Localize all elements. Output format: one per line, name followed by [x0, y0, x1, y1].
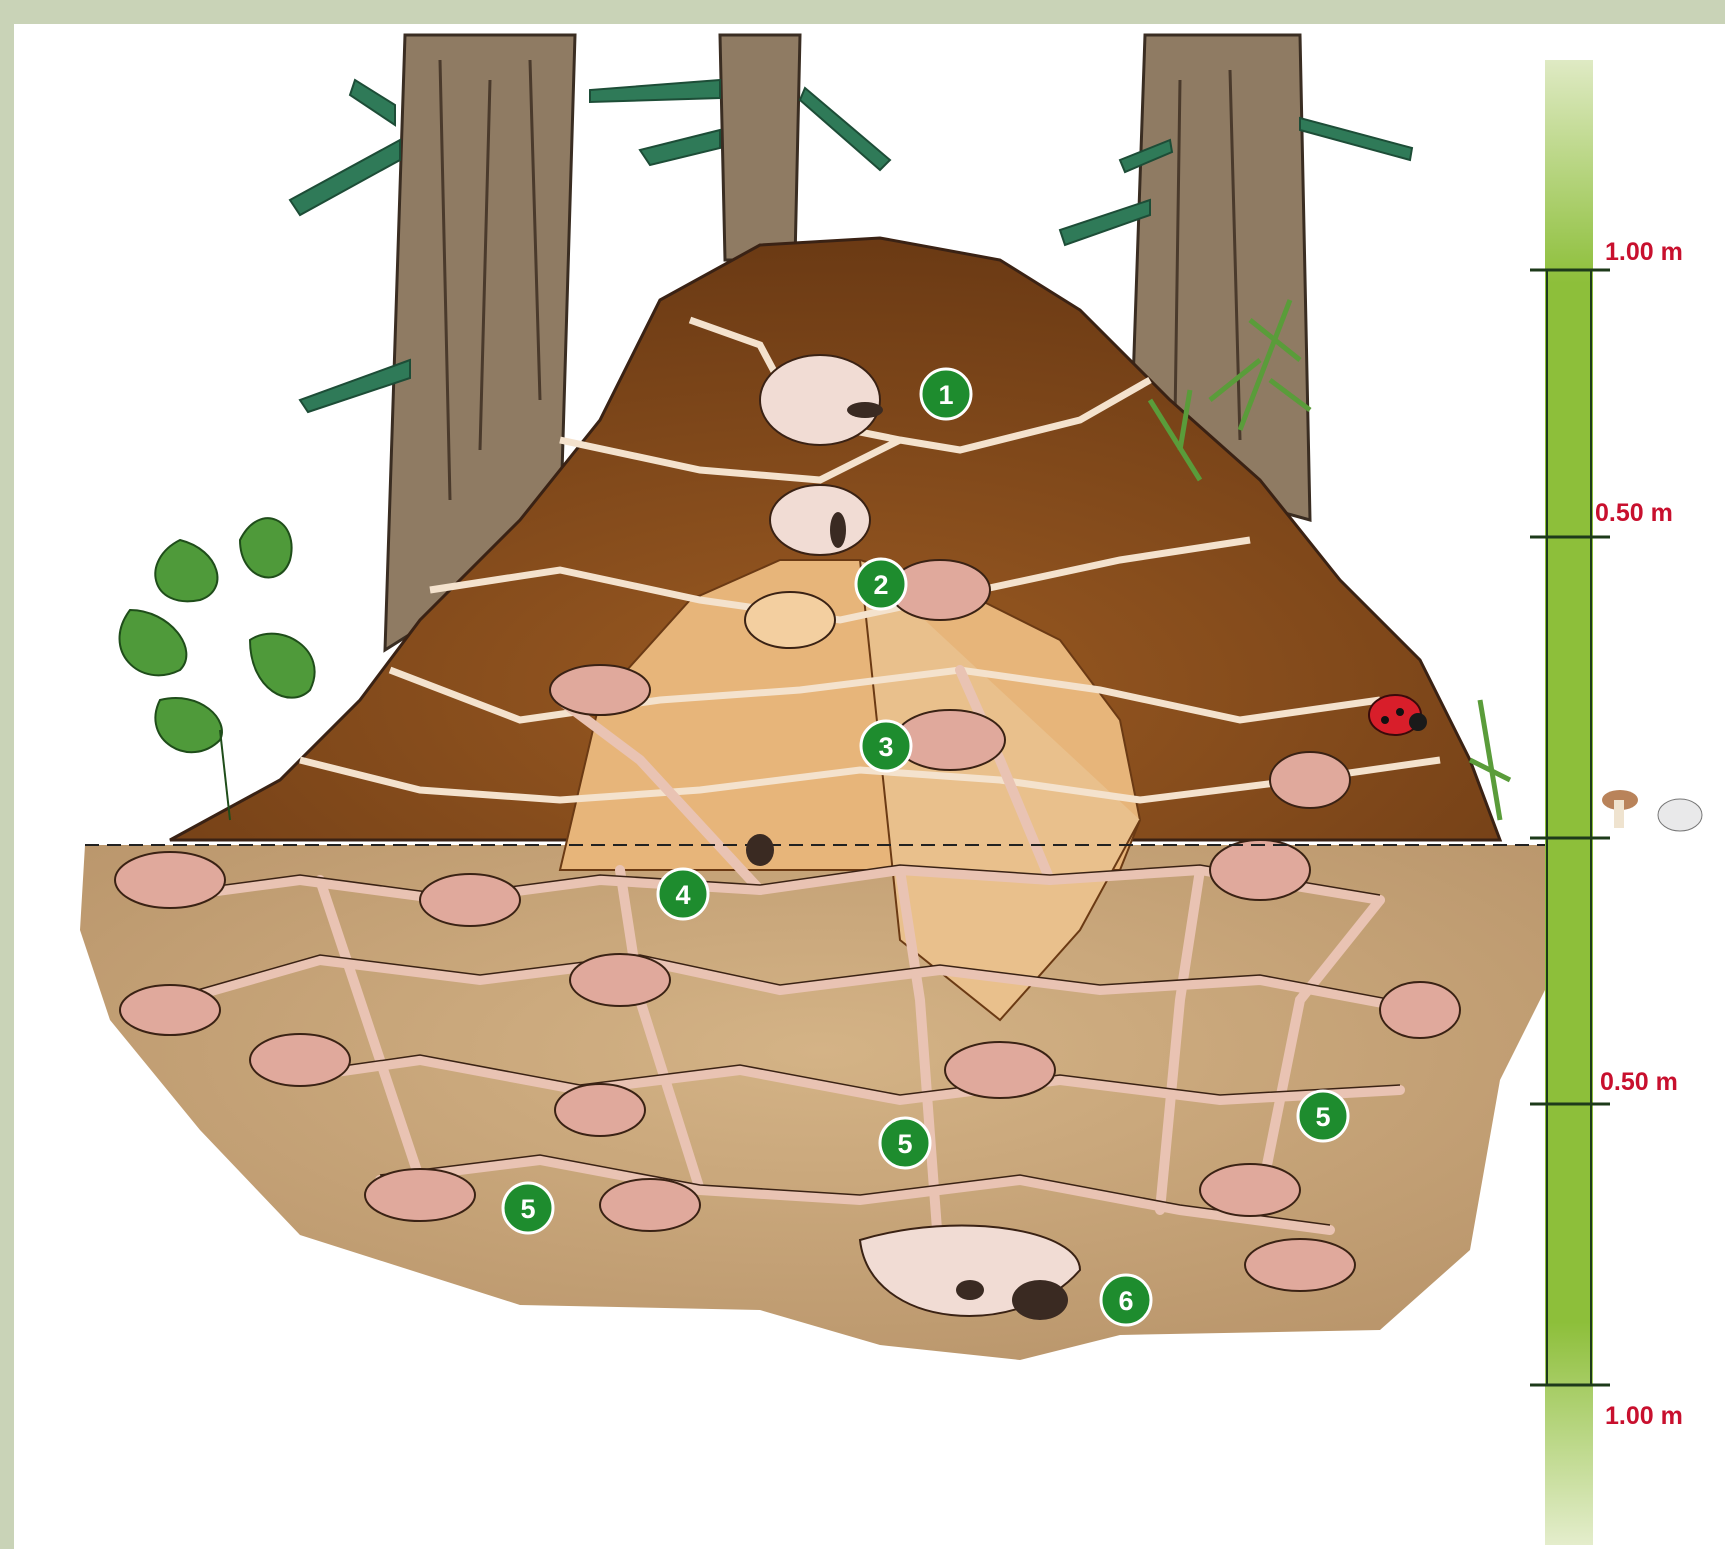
marker-6: 6: [1101, 1275, 1151, 1325]
height-scale-ruler: [1530, 60, 1610, 1545]
marker-3: 3: [861, 721, 911, 771]
mushrooms-icon: [1602, 790, 1702, 831]
marker-5c: 5: [503, 1183, 553, 1233]
svg-text:1: 1: [938, 380, 953, 410]
marker-1: 1: [921, 369, 971, 419]
marker-4: 4: [658, 869, 708, 919]
svg-text:5: 5: [520, 1194, 535, 1224]
scale-label-bottom: 1.00 m: [1605, 1402, 1683, 1430]
marker-5b: 5: [880, 1118, 930, 1168]
svg-text:5: 5: [897, 1129, 912, 1159]
svg-text:3: 3: [878, 732, 893, 762]
svg-text:2: 2: [873, 570, 888, 600]
marker-5a: 5: [1298, 1091, 1348, 1141]
scale-label-upper-mid: 0.50 m: [1595, 499, 1673, 527]
svg-text:5: 5: [1315, 1102, 1330, 1132]
marker-2: 2: [856, 559, 906, 609]
scale-label-top: 1.00 m: [1605, 238, 1683, 266]
svg-text:4: 4: [675, 880, 690, 910]
scale-label-lower-mid: 0.50 m: [1600, 1068, 1678, 1096]
svg-text:6: 6: [1118, 1286, 1133, 1316]
